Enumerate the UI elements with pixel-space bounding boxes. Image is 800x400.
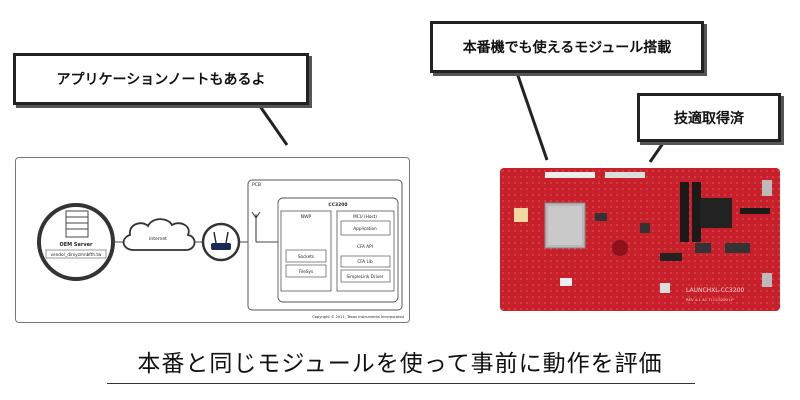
system-diagram: OEM Server vendor_dirxyzmnbfth.tw Intern… — [15, 157, 410, 323]
server-url: vendor_dirxyzmnbfth.tw — [51, 252, 102, 257]
server-title: OEM Server — [60, 242, 93, 248]
pointer-production-module — [513, 66, 549, 161]
launchpad-board-photo: LAUNCHXL-CC3200 REV 4.1 A1 TI CC3200 LP — [500, 168, 780, 311]
pcb-label: PCB — [252, 182, 261, 188]
caption-underline — [107, 383, 695, 384]
driver-label: SimpleLink Driver — [346, 274, 383, 279]
sockets-label: Sockets — [298, 254, 314, 259]
cfa-api-label: CFA API — [357, 244, 373, 249]
callout-app-note: アプリケーションノートもあるよ — [13, 53, 309, 105]
callout-app-note-text: アプリケーションノートもあるよ — [56, 72, 266, 88]
mcu-chip — [700, 198, 732, 228]
router-icon — [201, 222, 241, 262]
copyright-text: Copyright © 2011, Texas Instruments Inco… — [312, 315, 404, 319]
cfa-label: CFA Lib — [357, 259, 373, 264]
callout-certified: 技適取得済 — [637, 93, 781, 142]
internet-cloud: Internet — [122, 218, 196, 251]
bottom-caption: 本番と同じモジュールを使って事前に動作を評価 — [137, 351, 663, 377]
pointer-app-note — [253, 98, 289, 146]
callout-production-module-text: 本番機でも使えるモジュール搭載 — [462, 40, 672, 56]
callout-production-module: 本番機でも使えるモジュール搭載 — [430, 21, 704, 73]
mcu-label: MCU (Host) — [353, 214, 377, 219]
callout-certified-text: 技適取得済 — [674, 110, 744, 127]
oem-server: OEM Server vendor_dirxyzmnbfth.tw — [37, 203, 115, 281]
nwp-label: NWP — [301, 214, 312, 220]
internet-label: Internet — [149, 236, 167, 242]
chip-label: CC3200 — [328, 202, 347, 208]
filesys-label: FileSys — [299, 269, 313, 274]
board-silkscreen-sub: REV 4.1 A1 TI CC3200 LP — [686, 297, 734, 302]
board-silkscreen-title: LAUNCHXL-CC3200 — [686, 287, 745, 294]
application-label: Application — [353, 226, 377, 231]
pcb-block: PCB CC3200 NWP Sockets FileSys MCU (Host… — [247, 179, 403, 311]
